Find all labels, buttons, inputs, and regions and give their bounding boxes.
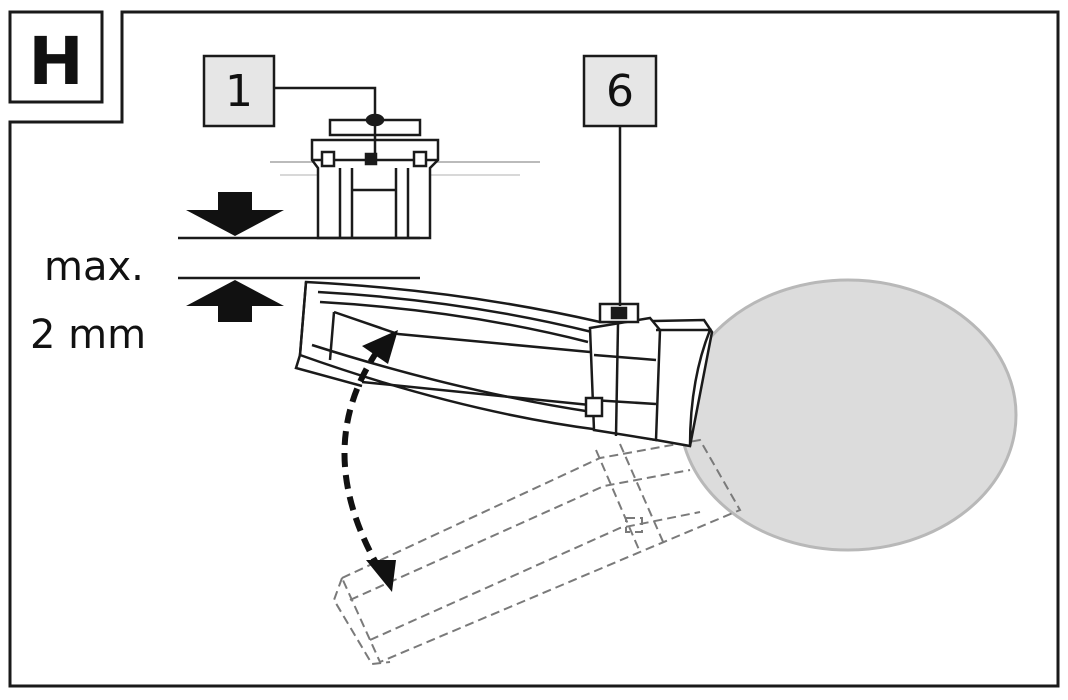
callout-6-box [582, 54, 658, 128]
arrowhead-down-icon [366, 560, 396, 592]
panel-frame [8, 10, 1060, 688]
top-component [270, 113, 540, 240]
ghost-arm [332, 438, 742, 666]
upper-arm [294, 280, 714, 448]
arrowhead-up-icon [362, 330, 398, 364]
panel-letter-box [8, 10, 104, 104]
callout-1-box [202, 54, 276, 128]
round-disc [678, 278, 1018, 552]
gap-label-line2: 2 mm [30, 312, 146, 358]
callout-1-leader [274, 86, 377, 158]
arrow-down-icon [186, 192, 284, 236]
gap-label-line1: max. [44, 244, 144, 290]
callout-1-label: 1 [225, 66, 253, 117]
gap-indicator [178, 192, 420, 322]
arrow-up-icon [186, 280, 284, 322]
swing-arrow [341, 330, 398, 592]
callout-6-label: 6 [606, 66, 634, 117]
panel-letter: H [28, 23, 83, 100]
